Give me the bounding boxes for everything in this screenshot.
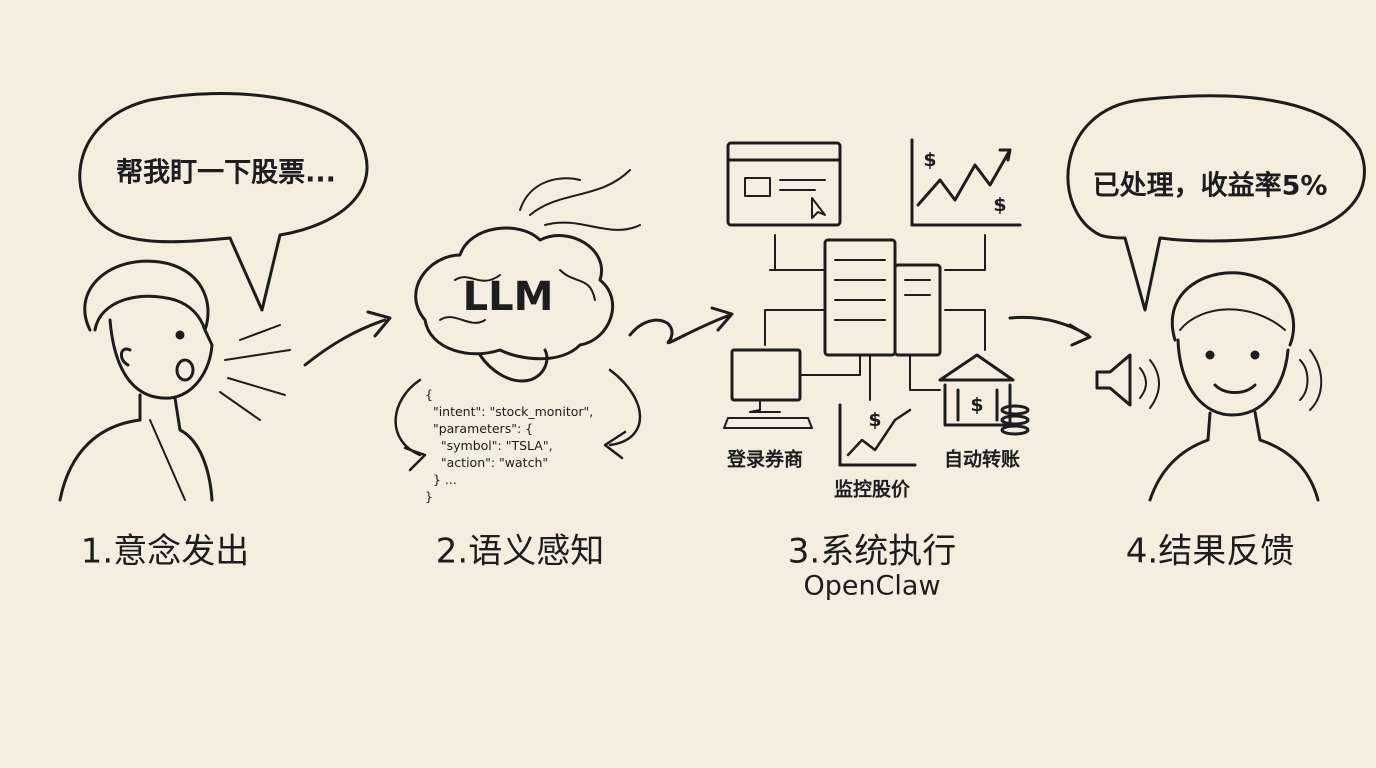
dollar-symbol: $ <box>970 394 984 416</box>
rising-chart-icon <box>910 138 1022 227</box>
step-3-sublabel: OpenClaw <box>803 570 941 602</box>
json-line: { <box>425 387 433 402</box>
task-auto-transfer: 自动转账 <box>943 448 1021 471</box>
step-4-label: 4.结果反馈 <box>1125 531 1295 572</box>
step-2-label: 2.语义感知 <box>435 531 605 572</box>
connector-lines <box>764 234 986 401</box>
computer-monitor-icon <box>723 348 813 429</box>
speech-bubble-user <box>78 92 369 312</box>
brain-icon <box>414 169 641 383</box>
server-icon <box>823 238 942 357</box>
loop-arrow-left <box>394 378 427 472</box>
speech-bubble-reply <box>1066 94 1366 312</box>
dollar-symbol: $ <box>868 409 882 431</box>
task-login-broker: 登录券商 <box>726 448 804 471</box>
person-listening-icon <box>1148 271 1323 502</box>
person-speaking-icon <box>58 259 291 502</box>
dollar-symbol: $ <box>923 149 937 171</box>
json-line: } <box>425 489 433 504</box>
arrow-1-to-2 <box>303 310 392 367</box>
browser-window-icon <box>726 141 842 227</box>
arrow-3-to-4 <box>1008 315 1092 347</box>
json-line: "action": "watch" <box>425 455 549 470</box>
loop-arrow-right <box>603 368 642 460</box>
bank-icon <box>938 353 1030 436</box>
task-monitor-price: 监控股价 <box>833 478 911 501</box>
step-3-label: 3.系统执行 <box>787 531 957 572</box>
json-line: "parameters": { <box>425 421 534 436</box>
json-line: "intent": "stock_monitor", <box>425 404 594 419</box>
dollar-symbol: $ <box>993 194 1007 216</box>
step-1-label: 1.意念发出 <box>80 531 250 572</box>
result-reply-text: 已处理，收益率5% <box>1092 170 1328 202</box>
arrow-2-to-3 <box>628 306 734 345</box>
user-request-text: 帮我盯一下股票... <box>116 157 336 189</box>
speaker-icon <box>1095 353 1160 409</box>
price-chart-icon <box>838 403 917 467</box>
json-line: } ... <box>425 472 457 487</box>
json-snippet: { "intent": "stock_monitor", "parameters… <box>425 386 593 505</box>
json-line: "symbol": "TSLA", <box>425 438 553 453</box>
llm-label: LLM <box>462 274 554 320</box>
